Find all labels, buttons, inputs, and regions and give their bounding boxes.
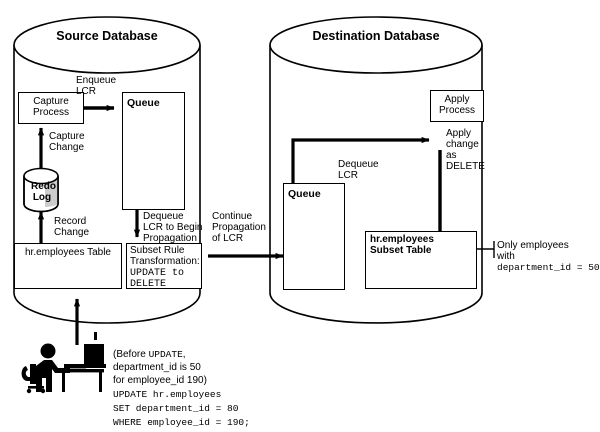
capture-process-box[interactable] (18, 92, 84, 124)
destination-queue-box[interactable] (283, 183, 345, 290)
subset-rule-line2: Transformation: (130, 256, 200, 267)
user-note-line1: (Before UPDATE, (113, 349, 186, 360)
callout-line3: department_id = 50 (497, 262, 600, 273)
arrow-dequeue-lcr (291, 136, 430, 196)
user-note-update-keyword: UPDATE (148, 349, 183, 360)
user-note-line3: for employee_id 190) (113, 375, 207, 386)
user-sql-line3: WHERE employee_id = 190; (113, 417, 250, 428)
redo-log-label-line2: Log (32, 192, 52, 203)
capture-process-label-line2: Process (32, 107, 70, 118)
destination-database-title: Destination Database (312, 29, 440, 43)
person-at-desk-icon (21, 332, 106, 394)
capture-change-label: Capture Change (49, 131, 85, 153)
subset-rule-transformation-box[interactable] (126, 243, 202, 289)
subset-table-label-line1: hr.employees (370, 234, 434, 245)
source-employees-table-box[interactable] (14, 243, 122, 289)
apply-process-label-line1: Apply (444, 94, 470, 105)
apply-process-label-line2: Process (438, 105, 476, 116)
user-note-suffix: , (182, 349, 186, 360)
destination-queue-title: Queue (288, 188, 321, 200)
source-employees-table-label: hr.employees Table (25, 247, 111, 258)
subset-rule-line1: Subset Rule (130, 245, 185, 256)
apply-change-label: Apply change as DELETE (446, 128, 485, 172)
callout-line1: Only employees (497, 240, 569, 251)
enqueue-lcr-label: Enqueue LCR (76, 75, 117, 97)
destination-subset-table-box[interactable] (365, 231, 477, 289)
subset-table-label-line2: Subset Table (370, 245, 432, 256)
user-sql-line1: UPDATE hr.employees (113, 389, 222, 400)
record-change-label: Record Change (54, 216, 90, 238)
user-note-line2: department_id is 50 (113, 362, 201, 373)
callout-line2: with (497, 251, 515, 262)
continue-propagation-label: Continue Propagation of LCR (212, 211, 266, 244)
redo-log-label-line1: Redo (31, 181, 56, 192)
source-database-title: Source Database (56, 29, 158, 43)
subset-rule-line3: UPDATE to (130, 268, 185, 279)
apply-process-box[interactable] (430, 90, 484, 122)
subset-rule-line4: DELETE (130, 279, 167, 290)
dequeue-lcr-label: Dequeue LCR (338, 159, 379, 181)
source-queue-box[interactable] (122, 92, 185, 210)
dequeue-begin-propagation-label: Dequeue LCR to Begin Propagation (143, 211, 203, 244)
source-queue-title: Queue (127, 97, 160, 109)
user-note-prefix: (Before (113, 349, 149, 360)
user-sql-line2: SET department_id = 80 (113, 403, 239, 414)
capture-process-label-line1: Capture (33, 96, 69, 107)
